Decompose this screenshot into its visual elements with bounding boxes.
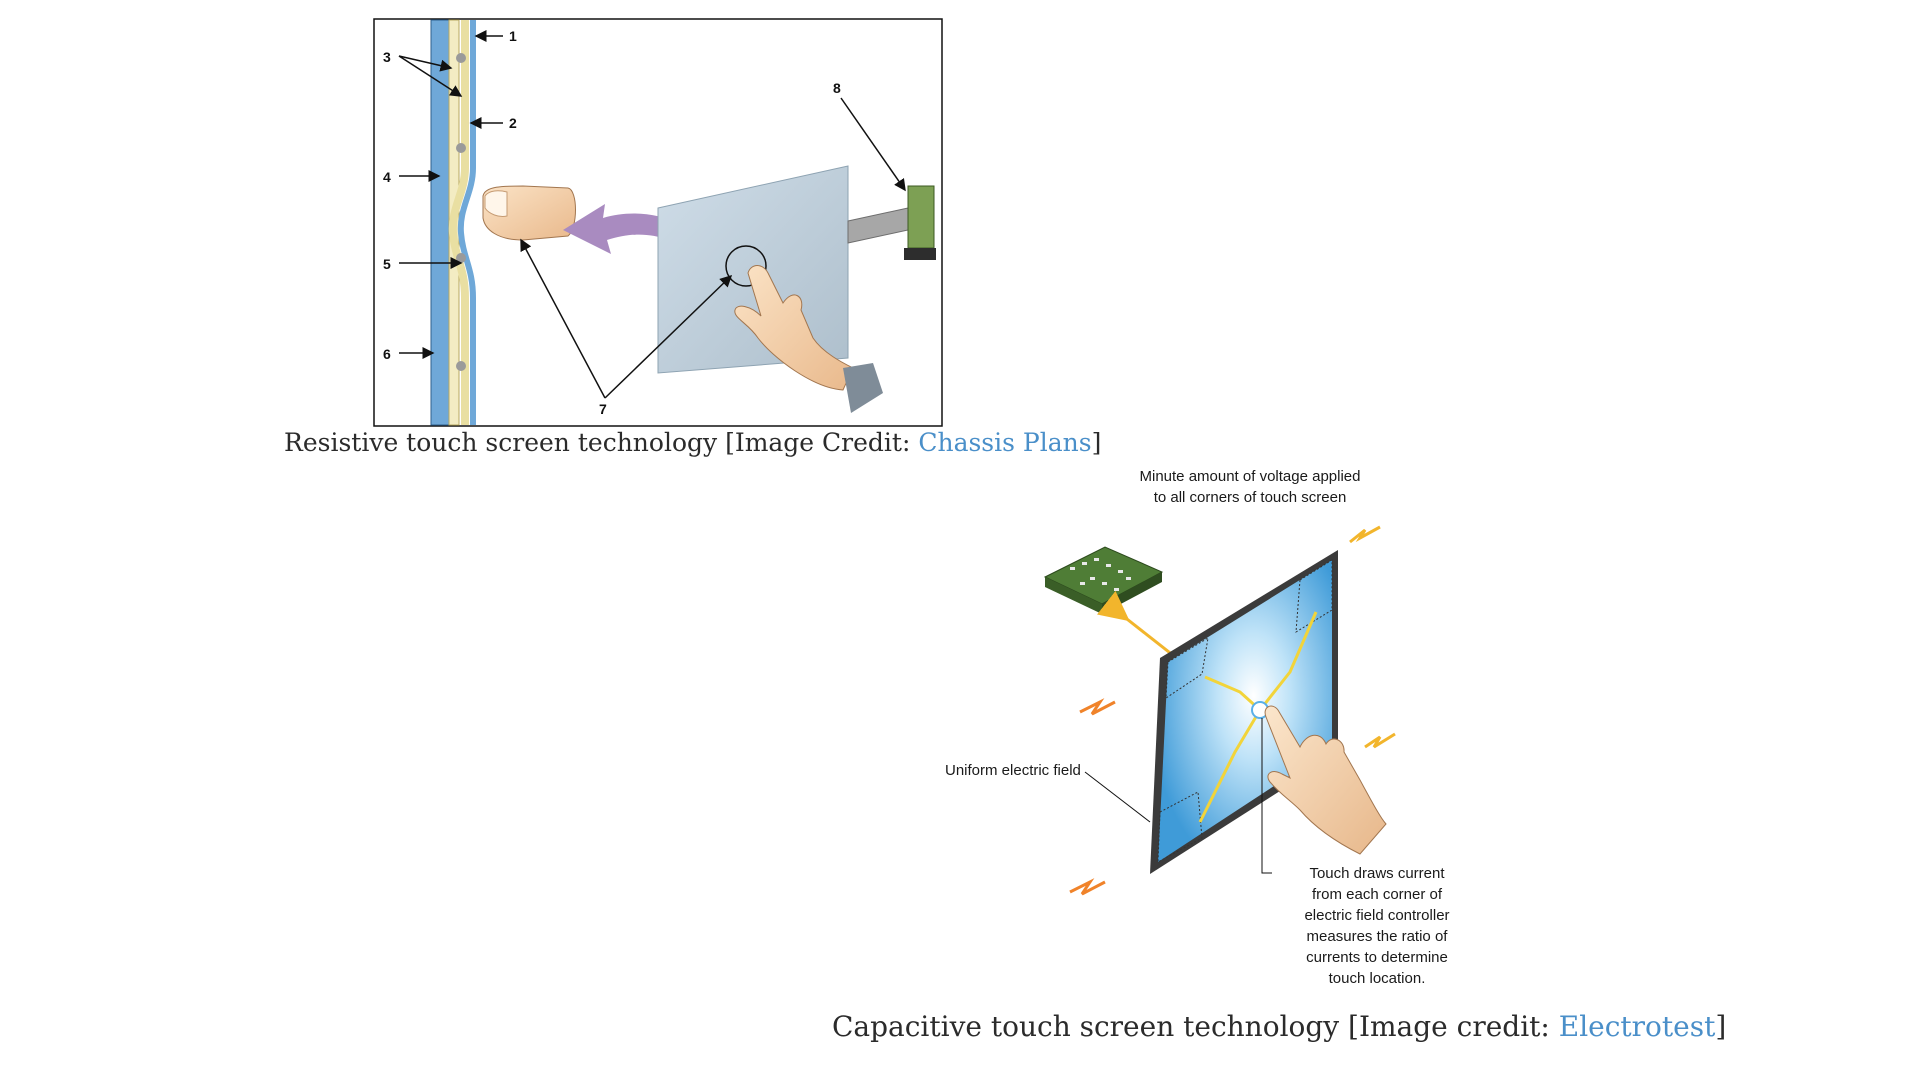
flexible-top-layer xyxy=(457,20,476,425)
glass-layer xyxy=(430,19,450,426)
corner-electrode xyxy=(1157,791,1203,863)
connector xyxy=(904,248,936,260)
touch-note-line4: measures the ratio of xyxy=(1307,928,1449,945)
hand-icon xyxy=(734,265,854,391)
touch-callout xyxy=(1261,718,1272,874)
chassis-plans-link[interactable]: Chassis Plans xyxy=(918,428,1092,457)
resistive-caption-close: ] xyxy=(1091,428,1102,457)
callout-7b xyxy=(604,274,733,399)
label-5: 5 xyxy=(383,256,391,272)
label-6: 6 xyxy=(383,346,391,362)
label-4: 4 xyxy=(383,169,391,185)
spacer-dot xyxy=(456,143,466,153)
touch-note-line6: touch location. xyxy=(1329,970,1426,987)
spark-icon xyxy=(1069,878,1106,896)
field-callout xyxy=(1084,771,1151,823)
resistive-diagram: 1 2 3 4 5 6 7 8 xyxy=(373,18,943,428)
capacitive-diagram: Minute amount of voltage applied to all … xyxy=(940,462,1540,992)
touch-note-line1: Touch draws current xyxy=(1309,865,1445,882)
touch-note-line3: electric field controller xyxy=(1304,907,1449,924)
zoom-arrow-icon xyxy=(563,204,713,263)
callout-3b xyxy=(398,55,463,97)
label-2: 2 xyxy=(509,115,517,131)
voltage-note-line1: Minute amount of voltage applied xyxy=(1140,468,1361,485)
resistive-diagram-svg: 1 2 3 4 5 6 7 8 xyxy=(373,18,943,427)
controller-board xyxy=(907,185,935,249)
corner-electrode xyxy=(1295,559,1333,633)
flexible-conductive-layer xyxy=(448,20,469,425)
callout-7a xyxy=(520,238,606,399)
voltage-note-line2: to all corners of touch screen xyxy=(1154,489,1347,506)
capacitive-caption-text: Capacitive touch screen technology [Imag… xyxy=(832,1010,1559,1043)
capacitive-caption: Capacitive touch screen technology [Imag… xyxy=(832,1010,1726,1043)
electrotest-link[interactable]: Electrotest xyxy=(1558,1010,1716,1043)
callout-8 xyxy=(840,97,906,192)
resistive-caption: Resistive touch screen technology [Image… xyxy=(284,428,1101,457)
controller-chip-icon xyxy=(1043,546,1164,614)
label-8: 8 xyxy=(833,80,841,96)
spark-icon xyxy=(1364,732,1396,749)
resistive-caption-text: Resistive touch screen technology [Image… xyxy=(284,428,919,457)
spacer-dot xyxy=(456,253,466,263)
spacer-dot xyxy=(456,53,466,63)
spacer-dot xyxy=(456,361,466,371)
touch-point-circle xyxy=(725,245,767,287)
field-label: Uniform electric field xyxy=(945,762,1081,779)
touch-screen xyxy=(1158,560,1332,862)
label-3: 3 xyxy=(383,49,391,65)
touch-note-line2: from each corner of xyxy=(1312,886,1443,903)
capacitive-caption-close: ] xyxy=(1715,1010,1727,1043)
touch-note-line5: currents to determine xyxy=(1306,949,1448,966)
callout-3a xyxy=(398,55,453,72)
spark-icon xyxy=(1079,698,1116,716)
label-1: 1 xyxy=(509,28,517,44)
touch-note: Touch draws current from each corner of … xyxy=(1304,865,1449,987)
sleeve xyxy=(843,363,883,413)
hand-icon xyxy=(1264,705,1387,855)
spark-icon xyxy=(1349,525,1381,544)
fingernail xyxy=(484,190,508,217)
label-7: 7 xyxy=(599,401,607,417)
capacitive-diagram-svg: Minute amount of voltage applied to all … xyxy=(945,468,1450,987)
